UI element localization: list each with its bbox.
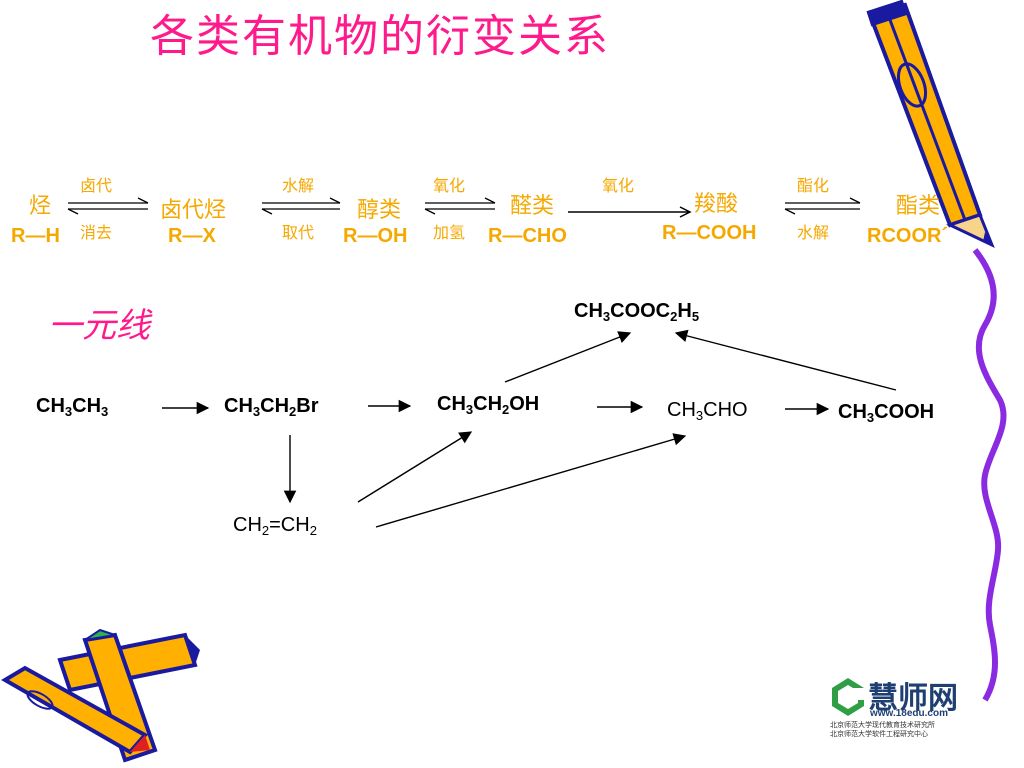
reaction-label-oxidation-2: 氧化 [602, 176, 635, 195]
class-ester: 酯类 [896, 194, 941, 219]
compound-ethanol: CH3CH2OH [437, 393, 540, 417]
reaction-label-hydrogenation: 加氢 [433, 223, 466, 242]
reaction-arrows [67, 197, 861, 218]
compound-acetic-acid: CH3COOH [838, 401, 935, 425]
pencil-icon [866, 0, 995, 249]
reaction-label-oxidation-1: 氧化 [433, 176, 466, 195]
page-title: 各类有机物的衍变关系 [150, 11, 610, 62]
reaction-label-halogenation: 卤代 [80, 176, 113, 195]
class-haloalkane: 卤代烃 [160, 198, 227, 223]
compound-bromoethane: CH3CH2Br [224, 395, 319, 419]
section-subtitle: 一元线 [48, 306, 150, 346]
reaction-label-substitution: 取代 [282, 223, 315, 242]
compound-ethyl-acetate: CH3COOC2H5 [574, 300, 700, 324]
compound-ethane: CH3CH3 [36, 395, 109, 419]
logo-line-1: 北京师范大学现代教育技术研究所 [830, 721, 935, 729]
formula-carboxylic-acid: R—COOH [662, 222, 757, 244]
compound-ethylene: CH2=CH2 [233, 514, 317, 538]
compound-acetaldehyde: CH3CHO [667, 399, 748, 423]
logo-url: www.18edu.com [870, 708, 948, 719]
logo-icon [832, 678, 864, 716]
reaction-label-elimination: 消去 [80, 223, 113, 242]
reaction-label-ester-hydrolysis: 水解 [797, 223, 830, 242]
class-hydrocarbon: 烃 [29, 194, 52, 219]
logo-name: 慧师网 [868, 681, 958, 716]
class-alcohol: 醇类 [357, 198, 402, 223]
formula-alcohol: R—OH [343, 225, 408, 247]
class-carboxylic-acid: 羧酸 [694, 192, 739, 217]
formula-aldehyde: R—CHO [488, 225, 567, 247]
decorative-border [972, 248, 1007, 702]
reaction-label-esterification: 酯化 [797, 176, 830, 195]
class-aldehyde: 醛类 [510, 194, 555, 219]
formula-haloalkane: R—X [168, 225, 216, 247]
pathway-arrows [162, 329, 897, 528]
formula-ester: RCOOR´ [867, 225, 949, 247]
formula-hydrocarbon: R—H [11, 225, 60, 247]
reaction-label-hydrolysis: 水解 [282, 176, 315, 195]
pencils-icon [1, 628, 200, 763]
logo-line-2: 北京师范大学软件工程研究中心 [830, 730, 928, 738]
